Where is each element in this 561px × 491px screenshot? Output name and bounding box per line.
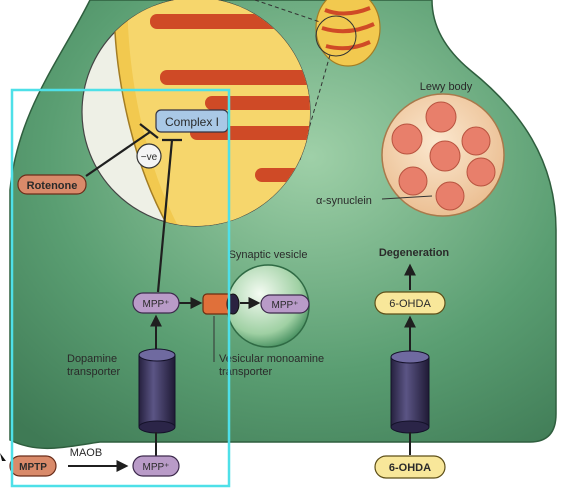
synaptic-vesicle: Synaptic vesicle MPP⁺ bbox=[226, 249, 310, 348]
dat-label-line1: Dopamine bbox=[67, 353, 117, 365]
vesicular-monoamine-transporter: Vesicular monoamine transporter bbox=[178, 293, 324, 378]
selection-box[interactable] bbox=[10, 88, 231, 488]
zoom-line-top bbox=[254, 0, 321, 23]
dopamine-transporter: Dopamine transporter bbox=[67, 314, 176, 456]
ohda-inner-pill bbox=[374, 291, 446, 315]
lewy-body-label: Lewy body bbox=[420, 81, 473, 93]
mpp-to-complex-line bbox=[156, 139, 174, 293]
mitochondrion-magnified bbox=[81, 0, 311, 227]
mitochondrion-small bbox=[315, 0, 381, 67]
mpp-upper-label: MPP⁺ bbox=[143, 299, 170, 310]
rotenone-inhibition-line bbox=[85, 131, 151, 177]
complex-i-label: Complex I bbox=[165, 115, 219, 129]
ohda-outer-pill bbox=[374, 455, 446, 479]
rotenone-label: Rotenone bbox=[27, 180, 78, 192]
mpp-vesicle-pill bbox=[260, 294, 310, 314]
ohda-inner-label: 6-OHDA bbox=[389, 298, 431, 310]
cursor-icon bbox=[0, 453, 6, 461]
mpp-vesicle-label: MPP⁺ bbox=[272, 300, 299, 311]
minus-ve-label: −ve bbox=[141, 152, 158, 163]
mptp-label: MPTP bbox=[19, 462, 47, 473]
zoom-line-bottom bbox=[299, 54, 331, 161]
complex-i-box: Complex I bbox=[155, 109, 229, 133]
mptp-pathway: MPTP MAOB MPP⁺ bbox=[9, 447, 180, 477]
mptp-pill bbox=[9, 455, 57, 477]
synaptic-vesicle-label: Synaptic vesicle bbox=[229, 249, 308, 261]
mpp-lower-pill bbox=[132, 455, 180, 477]
mpp-upper-pill: MPP⁺ bbox=[132, 292, 180, 314]
lewy-body: Lewy body α-synuclein bbox=[316, 81, 505, 217]
mpp-lower-label: MPP⁺ bbox=[143, 462, 170, 473]
negative-effect-circle: −ve bbox=[136, 143, 162, 169]
vmat-label-line2: transporter bbox=[219, 366, 273, 378]
ohda-outer-label: 6-OHDA bbox=[389, 462, 431, 474]
degeneration-label: Degeneration bbox=[379, 247, 450, 259]
rotenone-pill: Rotenone bbox=[17, 174, 87, 195]
vmat-label-line1: Vesicular monoamine bbox=[219, 353, 324, 365]
ohda-pathway: Degeneration 6-OHDA 6-OHDA bbox=[374, 247, 450, 479]
alpha-synuclein-label: α-synuclein bbox=[316, 195, 372, 207]
dat-label-line2: transporter bbox=[67, 366, 121, 378]
maob-label: MAOB bbox=[70, 447, 102, 459]
rotenone-inhibition-bar bbox=[139, 123, 159, 139]
